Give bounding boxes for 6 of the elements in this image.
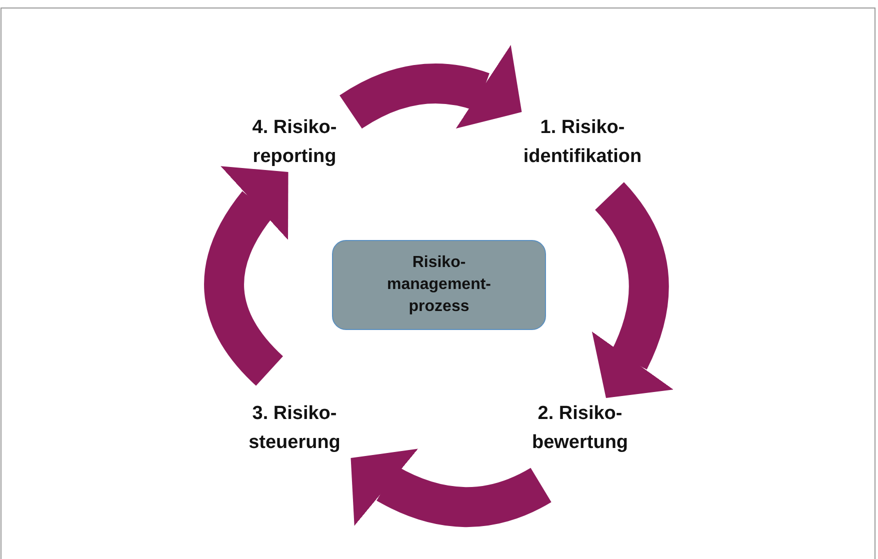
step-label: 4. Risiko- reporting [251,116,338,169]
step-label: 3. Risiko- steuerung [248,402,342,455]
box-label: Risiko- management- prozess [386,253,492,317]
step-label: 1. Risiko- identifikation [522,116,643,169]
step-label: 2. Risiko- bewertung [530,402,630,455]
process-box [332,240,546,330]
